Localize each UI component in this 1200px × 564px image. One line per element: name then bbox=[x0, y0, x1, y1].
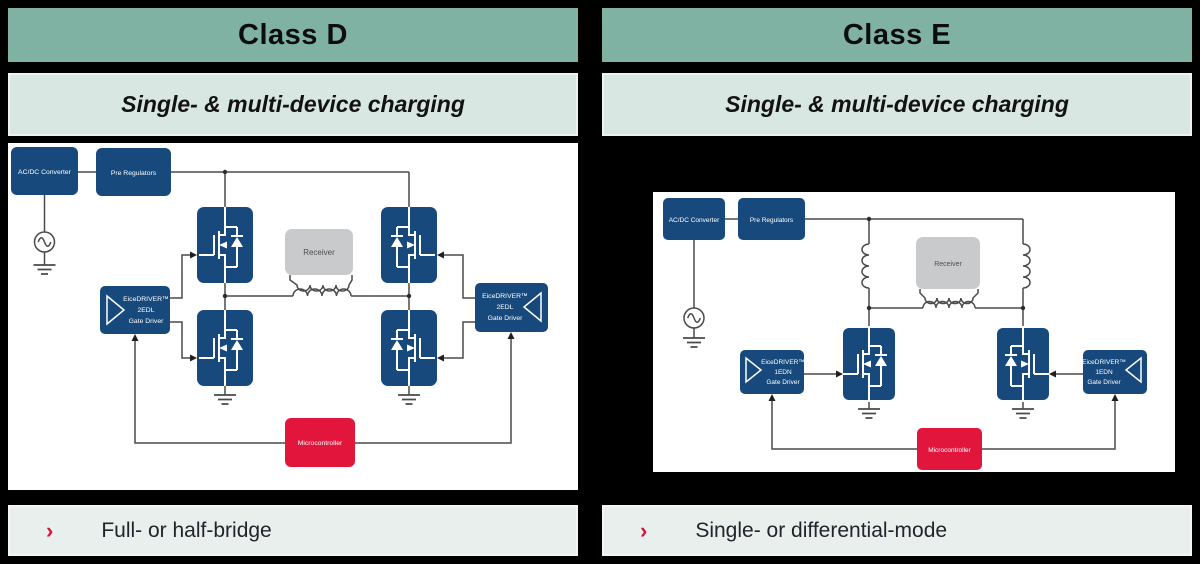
class-d-bullet-bar: › Full- or half-bridge bbox=[8, 505, 578, 556]
pre-regulators-block: Pre Regulators bbox=[96, 148, 171, 196]
mosfet-block-right bbox=[997, 325, 1050, 403]
arrowhead bbox=[507, 332, 515, 339]
class-d-diagram-area: AC/DC Converter Pre Regulators bbox=[8, 143, 578, 490]
mosfet-block-left bbox=[842, 325, 895, 403]
driver-part-label: 1EDN bbox=[1095, 369, 1113, 376]
class-e-diagram-area: AC/DC Converter Pre Regulators Receiver bbox=[602, 143, 1192, 490]
inductor-icon-right bbox=[1022, 243, 1031, 289]
acdc-converter-label: AC/DC Converter bbox=[669, 217, 720, 224]
subtitle-text: Single- & multi-device charging bbox=[121, 91, 465, 117]
circuit-wires bbox=[43, 171, 512, 444]
driver-name-label: EiceDRIVER™ bbox=[123, 296, 169, 303]
driver-triangle-icon bbox=[745, 356, 763, 384]
pre-regulators-block: Pre Regulators bbox=[738, 198, 805, 240]
pre-regulators-label: Pre Regulators bbox=[750, 217, 794, 224]
junction-dot bbox=[866, 305, 872, 311]
class-d-subtitle-bar: Single- & multi-device charging bbox=[8, 73, 578, 136]
class-d-header: Class D bbox=[8, 8, 578, 62]
ground-icon bbox=[397, 394, 421, 405]
gate-driver-block-left: EiceDRIVER™ 2EDL Gate Driver bbox=[100, 286, 170, 334]
circuit-wires bbox=[693, 218, 1116, 450]
driver-triangle-icon bbox=[106, 294, 126, 326]
ac-source-icon bbox=[683, 307, 705, 329]
gate-driver-block-left: EiceDRIVER™ 1EDN Gate Driver bbox=[740, 350, 805, 394]
page-title: Class E bbox=[842, 18, 952, 51]
ground-icon bbox=[857, 408, 881, 419]
pre-regulators-label: Pre Regulators bbox=[111, 170, 157, 177]
arrowhead bbox=[1049, 370, 1056, 378]
driver-name-label: EiceDRIVER™ bbox=[1082, 359, 1126, 366]
acdc-converter-block: AC/DC Converter bbox=[663, 198, 725, 240]
ground-icon bbox=[1011, 408, 1035, 419]
class-e-circuit-diagram: AC/DC Converter Pre Regulators Receiver bbox=[663, 198, 1147, 470]
mcu-wires bbox=[134, 339, 512, 444]
mosfet-block-top-right bbox=[381, 206, 437, 284]
junction-dot bbox=[222, 293, 228, 299]
gate-wires-left bbox=[170, 254, 191, 359]
subtitle-text: Single- & multi-device charging bbox=[725, 91, 1069, 117]
class-e-diagram-canvas: AC/DC Converter Pre Regulators Receiver bbox=[653, 192, 1175, 472]
driver-part-label: 2EDL bbox=[496, 304, 513, 311]
microcontroller-label: Microcontroller bbox=[298, 440, 343, 447]
inductor-icon-left bbox=[861, 243, 870, 289]
driver-part-label: 1EDN bbox=[774, 369, 792, 376]
transformer-icon bbox=[919, 289, 979, 309]
class-e-panel: Class E Single- & multi-device charging bbox=[602, 8, 1192, 556]
driver-triangle-icon bbox=[522, 291, 542, 323]
acdc-converter-label: AC/DC Converter bbox=[18, 169, 72, 176]
arrowhead bbox=[768, 394, 776, 401]
driver-name-label: EiceDRIVER™ bbox=[482, 293, 528, 300]
arrowhead bbox=[437, 354, 444, 362]
arrowhead bbox=[131, 334, 139, 341]
arrowhead bbox=[1111, 394, 1119, 401]
receiver-label: Receiver bbox=[303, 248, 335, 257]
gate-wires-right bbox=[444, 254, 475, 359]
junction-dot bbox=[406, 293, 412, 299]
bullet-chevron-icon: › bbox=[640, 517, 648, 543]
microcontroller-block: Microcontroller bbox=[285, 418, 355, 467]
bullet-text: Single- or differential-mode bbox=[695, 518, 948, 542]
arrowhead bbox=[836, 370, 843, 378]
junction-dot bbox=[866, 216, 872, 222]
driver-part-label: 2EDL bbox=[137, 307, 154, 314]
ac-source-icon bbox=[33, 231, 56, 253]
arrowhead bbox=[437, 251, 444, 259]
mosfet-block-bottom-right bbox=[381, 309, 437, 387]
driver-name-label: EiceDRIVER™ bbox=[761, 359, 805, 366]
arrowhead bbox=[190, 251, 197, 259]
receiver-block: Receiver bbox=[285, 229, 353, 275]
acdc-converter-block: AC/DC Converter bbox=[11, 147, 78, 195]
class-e-header: Class E bbox=[602, 8, 1192, 62]
junction-dot bbox=[1020, 305, 1026, 311]
mcu-wires bbox=[771, 401, 1116, 450]
ground-icon bbox=[32, 264, 57, 275]
arrowhead bbox=[190, 354, 197, 362]
gate-driver-block-right: EiceDRIVER™ 2EDL Gate Driver bbox=[475, 283, 548, 332]
receiver-label: Receiver bbox=[934, 261, 962, 268]
junction-dot bbox=[222, 169, 228, 175]
microcontroller-block: Microcontroller bbox=[917, 428, 982, 470]
page-title: Class D bbox=[238, 18, 348, 51]
driver-type-label: Gate Driver bbox=[129, 318, 164, 325]
class-e-bullet-bar: › Single- or differential-mode bbox=[602, 505, 1192, 556]
receiver-block: Receiver bbox=[916, 237, 980, 289]
driver-type-label: Gate Driver bbox=[766, 379, 800, 386]
driver-triangle-icon bbox=[1124, 356, 1142, 384]
driver-type-label: Gate Driver bbox=[488, 315, 523, 322]
class-d-circuit-diagram: AC/DC Converter Pre Regulators bbox=[11, 147, 548, 467]
bullet-chevron-icon: › bbox=[46, 517, 54, 543]
class-e-subtitle-bar: Single- & multi-device charging bbox=[602, 73, 1192, 136]
microcontroller-label: Microcontroller bbox=[928, 447, 971, 454]
transformer-icon bbox=[289, 275, 353, 297]
ground-icon bbox=[213, 394, 237, 405]
driver-type-label: Gate Driver bbox=[1087, 379, 1121, 386]
ground-icon bbox=[682, 337, 706, 348]
bullet-text: Full- or half-bridge bbox=[101, 518, 272, 542]
class-d-panel: Class D Single- & multi-device charging bbox=[8, 8, 578, 556]
mosfet-block-top-left bbox=[197, 206, 253, 284]
gate-driver-block-right: EiceDRIVER™ 1EDN Gate Driver bbox=[1082, 350, 1147, 394]
mosfet-block-bottom-left bbox=[197, 309, 253, 387]
